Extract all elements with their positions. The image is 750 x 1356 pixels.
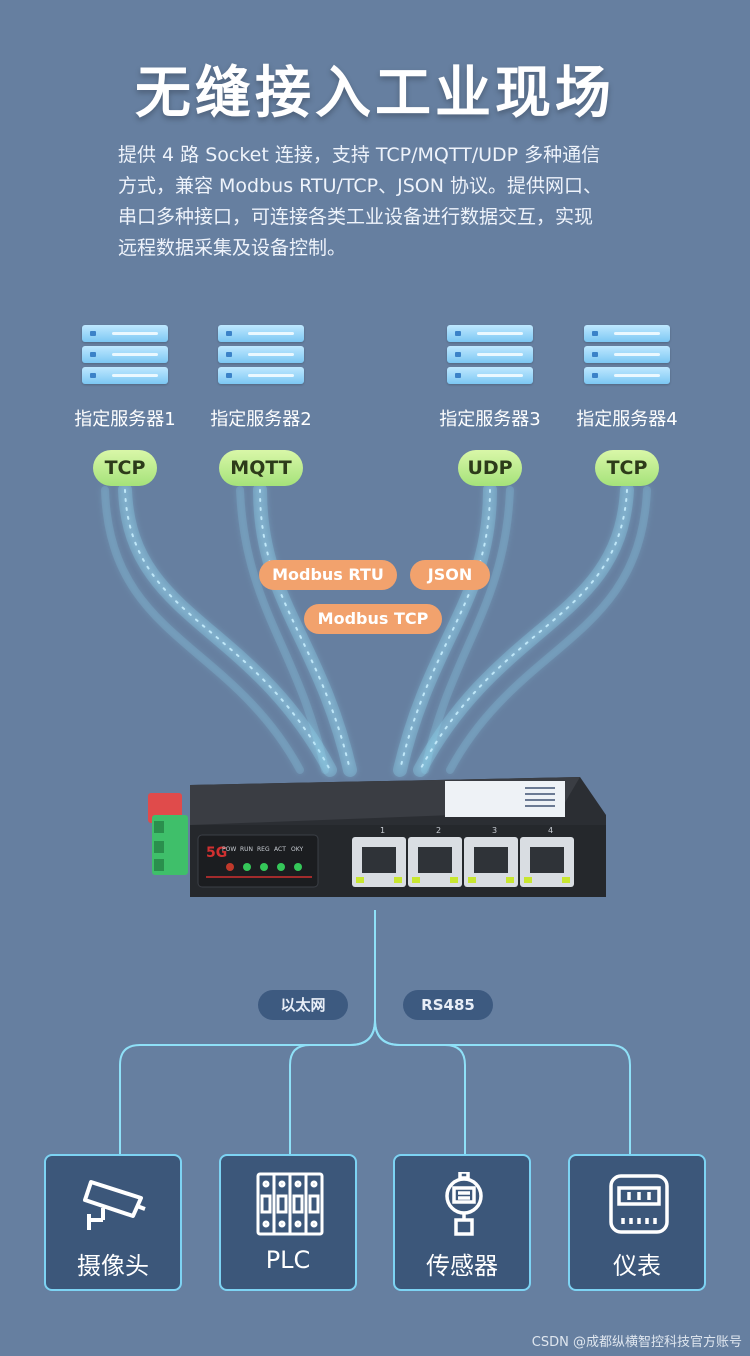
format-badge: Modbus TCP xyxy=(304,604,442,634)
protocol-badge: TCP xyxy=(595,450,659,486)
device-label: 摄像头 xyxy=(77,1252,149,1280)
led-label: OKY xyxy=(291,846,303,853)
server-icon xyxy=(447,325,533,388)
device-card-sensor: 传感器 xyxy=(393,1154,531,1291)
server-label: 指定服务器2 xyxy=(210,409,312,430)
port-number: 3 xyxy=(492,826,497,835)
led-label: ACT xyxy=(274,846,286,853)
interface-badge: 以太网 xyxy=(258,990,348,1020)
port-number: 1 xyxy=(380,826,385,835)
led-label: REG xyxy=(257,846,270,853)
server-label: 指定服务器3 xyxy=(439,409,541,430)
server-icon xyxy=(218,325,304,388)
port-number: 4 xyxy=(548,826,553,835)
data-stream-2 xyxy=(253,483,357,777)
device-card-plc: PLC xyxy=(219,1154,357,1291)
format-badge: Modbus RTU xyxy=(259,560,397,590)
device-label: PLC xyxy=(265,1246,311,1274)
led-label: RUN xyxy=(240,846,253,853)
description: 提供 4 路 Socket 连接，支持 TCP/MQTT/UDP 多种通信 方式… xyxy=(118,140,648,264)
sensor-icon xyxy=(445,1172,483,1236)
protocol-badge: UDP xyxy=(458,450,522,486)
trunk-line xyxy=(119,910,376,1154)
router-device: 5G POW RUN REG ACT OKY 1 2 3 4 xyxy=(148,777,606,897)
server-icon xyxy=(584,325,670,388)
server-icon xyxy=(82,325,168,388)
description-line: 方式，兼容 Modbus RTU/TCP、JSON 协议。提供网口、 xyxy=(118,175,602,197)
format-badge: JSON xyxy=(410,560,490,590)
router-logo: 5G xyxy=(206,845,227,861)
interface-badge: RS485 xyxy=(403,990,493,1020)
data-stream-3 xyxy=(393,483,497,777)
camera-icon xyxy=(83,1180,146,1230)
footer-watermark: CSDN @成都纵横智控科技官方账号 xyxy=(531,1335,742,1350)
server-label: 指定服务器4 xyxy=(576,409,678,430)
device-card-camera: 摄像头 xyxy=(44,1154,182,1291)
description-line: 远程数据采集及设备控制。 xyxy=(118,237,347,259)
port-number: 2 xyxy=(436,826,441,835)
device-label: 仪表 xyxy=(613,1252,661,1280)
led-label: POW xyxy=(222,846,236,853)
plc-icon xyxy=(256,1172,324,1236)
protocol-badge: TCP xyxy=(93,450,157,486)
device-card-meter: 仪表 xyxy=(568,1154,706,1291)
meter-icon xyxy=(609,1174,669,1234)
description-line: 提供 4 路 Socket 连接，支持 TCP/MQTT/UDP 多种通信 xyxy=(118,144,601,166)
server-label: 指定服务器1 xyxy=(74,409,176,430)
protocol-badge: MQTT xyxy=(219,450,303,486)
description-line: 串口多种接口，可连接各类工业设备进行数据交互，实现 xyxy=(118,206,594,228)
page-title: 无缝接入工业现场 xyxy=(135,61,615,126)
device-label: 传感器 xyxy=(426,1252,498,1280)
